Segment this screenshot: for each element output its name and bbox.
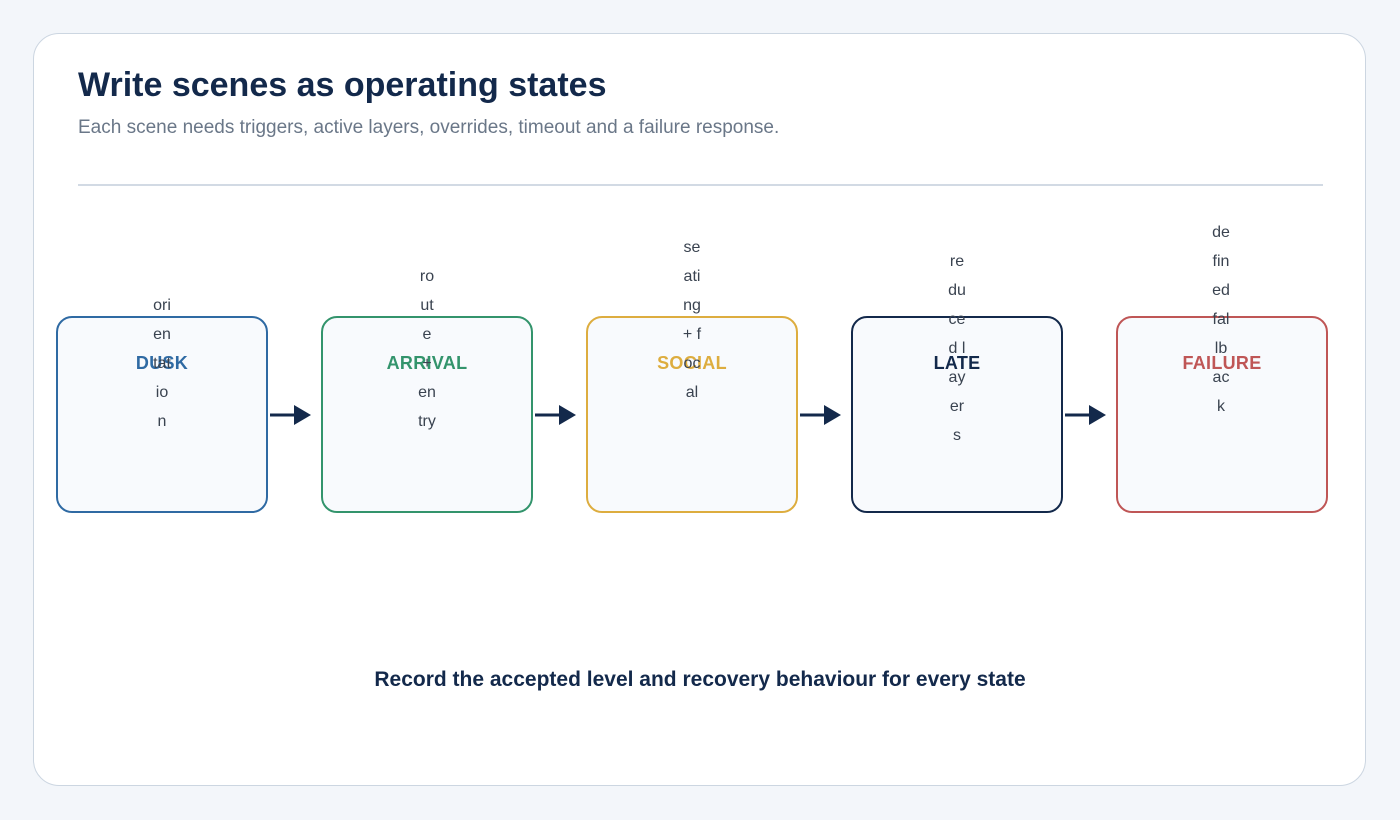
- state-box-late: [851, 316, 1063, 513]
- flow-arrow-dusk-to-arrival: [270, 403, 312, 427]
- state-box-arrival: [321, 316, 533, 513]
- arrow-right-icon: [535, 405, 576, 425]
- flow-arrow-late-to-failure: [1065, 403, 1107, 427]
- diagram-caption: Record the accepted level and recovery b…: [374, 668, 1026, 691]
- state-label-social: SOCIAL: [657, 353, 727, 373]
- flow-arrow-social-to-late: [800, 403, 842, 427]
- state-label-dusk: DUSK: [135, 353, 189, 373]
- state-note-arrival: route + entry: [418, 268, 437, 430]
- state-note-failure: defined fallback: [1212, 224, 1235, 415]
- arrow-right-icon: [800, 405, 841, 425]
- state-label-arrival: ARRIVAL: [386, 353, 468, 373]
- flow-arrow-arrival-to-social: [535, 403, 577, 427]
- state-box-dusk: [56, 316, 268, 513]
- page-title: Write scenes as operating states: [78, 66, 607, 104]
- state-label-failure: FAILURE: [1182, 353, 1262, 373]
- state-note-late: reduced layers: [948, 253, 966, 444]
- state-box-failure: [1116, 316, 1328, 513]
- state-box-social: [586, 316, 798, 513]
- arrow-right-icon: [270, 405, 311, 425]
- state-note-social: seating + focal: [682, 239, 706, 401]
- page-subtitle: Each scene needs triggers, active layers…: [78, 117, 780, 138]
- state-label-late: LATE: [933, 353, 981, 373]
- header-divider: [78, 184, 1323, 186]
- state-note-dusk: orientation: [153, 297, 171, 430]
- arrow-right-icon: [1065, 405, 1106, 425]
